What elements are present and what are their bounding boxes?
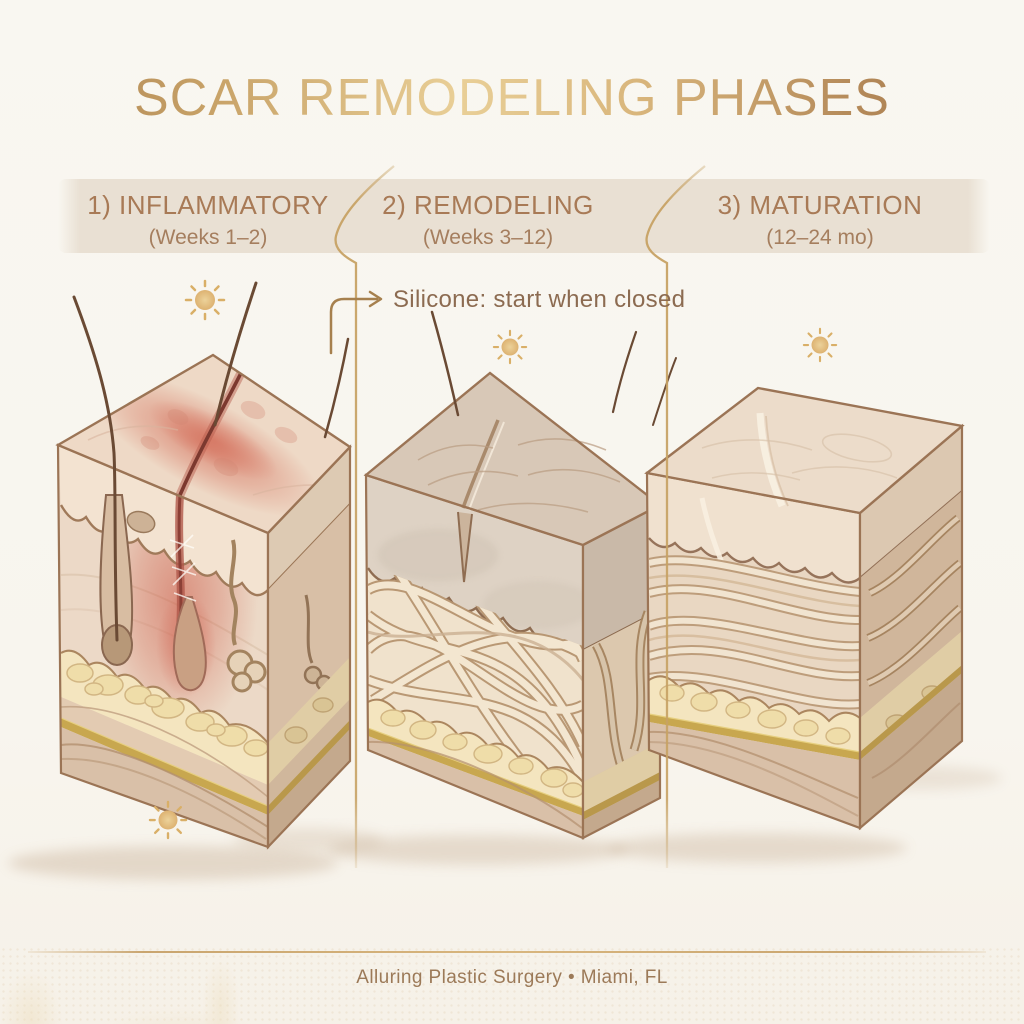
sun-icon (802, 327, 838, 363)
divider-line-2 (645, 165, 706, 868)
scar-groove (461, 419, 500, 509)
phase-label: 1) INFLAMMATORY (87, 190, 329, 220)
divider-line-1 (334, 165, 395, 868)
deep-dermis-band (61, 697, 268, 806)
sun-icon (184, 279, 226, 321)
fat-layer (367, 698, 583, 808)
aligned-collagen-fibers (649, 555, 860, 710)
phase-label: 2) REMODELING (382, 190, 594, 220)
annotation-arrow-icon (329, 290, 383, 355)
muscle-layer (61, 727, 268, 847)
sweat-gland (226, 539, 267, 693)
sun-icon (492, 329, 528, 365)
bottom-texture (0, 946, 1024, 1024)
side-face (858, 423, 964, 831)
front-face (645, 471, 862, 830)
sun-icon (148, 800, 188, 840)
phase-header-maturation: 3) MATURATION (12–24 mo) (670, 190, 970, 250)
skin-block-maturation (607, 386, 1002, 863)
fat-layer (60, 649, 268, 785)
hair-shafts (72, 281, 350, 642)
skin-block-inflammatory (8, 281, 383, 880)
page-title: SCAR REMODELING PHASES (0, 68, 1024, 128)
wound-channel (156, 494, 216, 697)
phase-header-inflammatory: 1) INFLAMMATORY (Weeks 1–2) (58, 190, 358, 250)
phase-header-band (58, 179, 990, 253)
phase-timeframe: (Weeks 3–12) (422, 226, 554, 249)
gold-stripe (649, 714, 860, 760)
scar-crease (457, 511, 473, 583)
gold-stripe (61, 718, 268, 815)
muscle-layer (368, 736, 583, 838)
epidermis-layer (58, 445, 268, 596)
faded-scar (699, 497, 725, 564)
ground-shadow (8, 828, 383, 880)
front-face (364, 473, 585, 840)
footer-text: Alluring Plastic Surgery • Miami, FL (356, 967, 668, 988)
silicone-annotation: Silicone: start when closed (393, 286, 686, 313)
top-face (363, 371, 663, 547)
phase-label: 3) MATURATION (717, 190, 923, 220)
phase-timeframe: (12–24 mo) (766, 226, 874, 249)
top-face (644, 386, 965, 515)
sebaceous-gland (126, 510, 156, 534)
skin-block-remodeling (328, 310, 677, 865)
phase-header-remodeling: 2) REMODELING (Weeks 3–12) (362, 190, 614, 250)
side-face (266, 444, 352, 850)
ground-shadow (328, 835, 628, 865)
phase-timeframe: (Weeks 1–2) (148, 226, 268, 249)
hair-shafts (430, 310, 677, 426)
footer-divider (28, 951, 986, 953)
side-face (581, 503, 662, 840)
